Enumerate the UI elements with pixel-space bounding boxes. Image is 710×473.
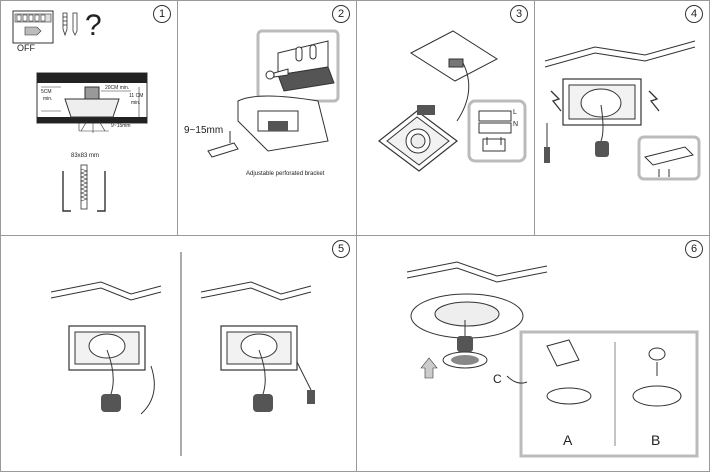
dim-11cm-min-label: min. [131,100,141,106]
step-number: 2 [332,5,350,23]
step-number: 4 [685,5,703,23]
dim-5cm-label: 5CM [41,89,52,95]
dim-5cm-min-label: min. [43,96,53,102]
step-1-illustration [12,10,148,212]
terminal-n-label: N [513,121,519,128]
step-3-panel: 3 L N [356,0,535,236]
step-3-illustration [378,30,527,172]
step-6-illustration [406,261,699,458]
step-1-panel: 1 [0,0,178,236]
dim-thickness-label: 9~15mm [111,123,131,129]
option-b-label: B [651,432,661,448]
step-number: 3 [510,5,528,23]
step-6-panel: 6 A B C [356,235,710,472]
step-5-panel: 5 [0,235,357,472]
off-label: OFF [17,43,35,53]
step-2-panel: 2 9~15mm Adjustable perforated bracket [177,0,357,236]
step-4-illustration [544,40,701,181]
step-2-illustration [207,29,340,158]
thickness-label: 9~15mm [184,125,224,136]
bracket-caption: Adjustable perforated bracket [246,171,325,177]
step-5-illustration [50,252,315,456]
dim-20cm-label: 20CM min. [105,85,130,91]
option-c-label: C [493,372,502,386]
step-number: 1 [153,5,171,23]
cutout-size-label: 83x83 mm [71,153,100,159]
step-4-panel: 4 [534,0,710,236]
step-number: 6 [685,240,703,258]
dim-11cm-label: 11 CM [129,93,144,99]
question-mark: ? [85,9,102,42]
step-number: 5 [332,240,350,258]
terminal-l-label: L [513,109,517,116]
option-a-label: A [563,432,573,448]
